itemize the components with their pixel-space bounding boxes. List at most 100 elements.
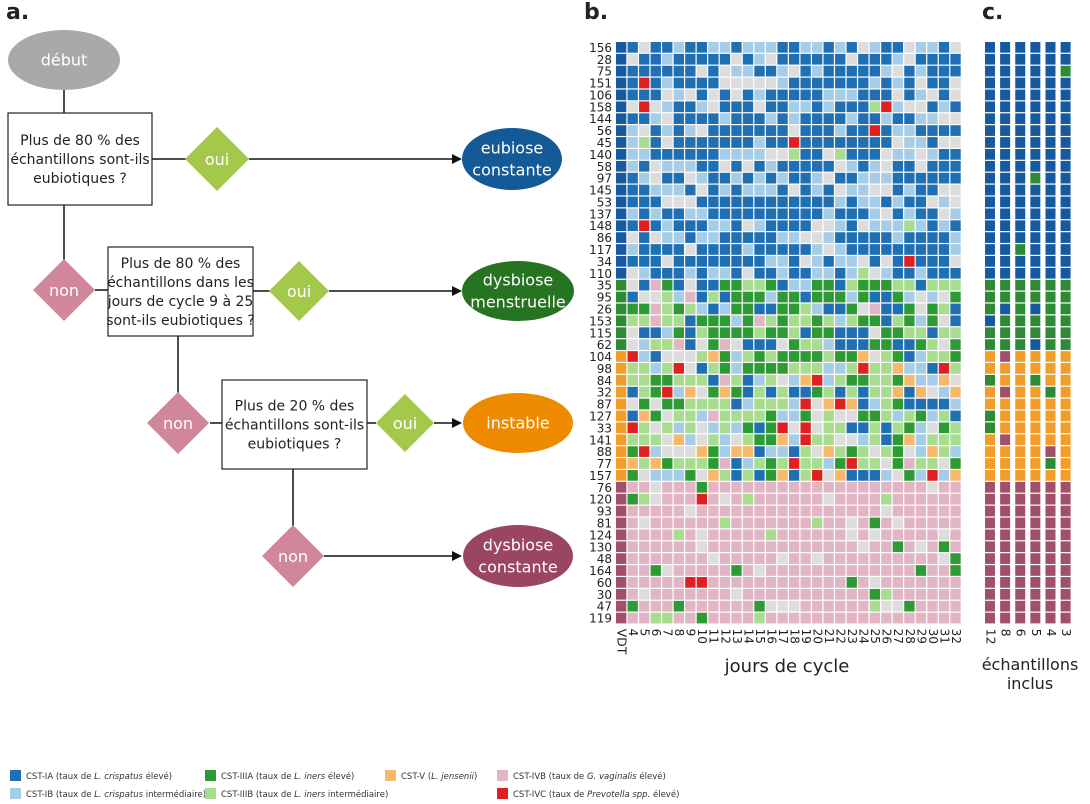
heatmap-cell: [742, 303, 754, 315]
heatmap-cell: [788, 481, 800, 493]
heatmap-cell: [742, 612, 754, 624]
heatmap-cell: [650, 65, 661, 77]
heatmap-cell: [869, 553, 880, 564]
heatmap-cell: [754, 267, 765, 279]
heatmap-cell: [719, 458, 731, 469]
heatmap-cell: [754, 339, 765, 350]
heatmap-cell: [927, 267, 938, 279]
heatmap-cell: [662, 184, 673, 196]
heatmap-cell: [650, 339, 661, 350]
heatmap-cell: [812, 446, 823, 457]
heatmap-cell: [858, 327, 869, 339]
heatmap-cell: [673, 125, 684, 136]
included-cell: [1045, 398, 1056, 410]
heatmap-cell: [950, 256, 961, 267]
included-cell: [1015, 374, 1026, 386]
heatmap-cell: [742, 267, 754, 279]
included-cell: [1015, 89, 1026, 101]
row-label: 144: [589, 112, 612, 126]
heatmap-cell: [650, 77, 661, 89]
heatmap-cell: [708, 434, 719, 446]
heatmap-cell: [835, 374, 846, 386]
heatmap-cell: [754, 600, 765, 612]
heatmap-cell: [823, 386, 834, 398]
heatmap-cell: [742, 196, 754, 208]
included-cell: [1000, 303, 1011, 315]
heatmap-cell: [754, 208, 765, 220]
heatmap-cell: [673, 65, 684, 77]
included-cell: [1015, 446, 1026, 457]
included-cell: [1000, 291, 1011, 303]
heatmap-cell: [927, 42, 938, 53]
included-cell: [1030, 160, 1041, 172]
heatmap-cell: [719, 113, 731, 125]
heatmap-cell: [812, 101, 823, 113]
col-label-included: 4: [1044, 629, 1059, 637]
heatmap-cell: [881, 196, 892, 208]
vdt-cell: [616, 434, 627, 446]
heatmap-cell: [708, 315, 719, 327]
heatmap-cell: [869, 125, 880, 136]
heatmap-cell: [754, 279, 765, 291]
heatmap-cell: [835, 481, 846, 493]
heatmap-cell: [685, 244, 696, 255]
heatmap-cell: [650, 137, 661, 148]
heatmap-cell: [823, 458, 834, 469]
heatmap-cell: [858, 410, 869, 422]
included-cell: [1000, 363, 1011, 374]
heatmap-cell: [673, 77, 684, 89]
heatmap-cell: [696, 315, 708, 327]
heatmap-cell: [627, 458, 638, 469]
heatmap-cell: [788, 160, 800, 172]
heatmap-cell: [881, 220, 892, 232]
included-cell: [1030, 600, 1041, 612]
heatmap-cell: [881, 53, 892, 65]
heatmap-cell: [754, 398, 765, 410]
heatmap-cell: [846, 458, 857, 469]
heatmap-cell: [765, 172, 777, 184]
heatmap-cell: [846, 65, 857, 77]
heatmap-cell: [915, 291, 927, 303]
heatmap-cell: [627, 232, 638, 243]
heatmap-cell: [662, 493, 673, 505]
heatmap-cell: [812, 386, 823, 398]
heatmap-cell: [754, 363, 765, 374]
heatmap-cell: [627, 184, 638, 196]
included-cell: [1030, 422, 1041, 434]
heatmap-cell: [639, 89, 650, 101]
heatmap-cell: [777, 232, 788, 243]
heatmap-cell: [812, 208, 823, 220]
included-cell: [1045, 149, 1056, 160]
heatmap-cell: [765, 505, 777, 517]
heatmap-cell: [915, 363, 927, 374]
vdt-cell: [616, 374, 627, 386]
heatmap-cell: [904, 65, 915, 77]
legend-swatch: [205, 770, 216, 781]
heatmap-cell: [846, 315, 857, 327]
heatmap-cell: [869, 505, 880, 517]
heatmap-cell: [938, 458, 950, 469]
heatmap-cell: [685, 577, 696, 588]
heatmap-cell: [950, 565, 961, 576]
heatmap-cell: [765, 481, 777, 493]
heatmap-cell: [858, 65, 869, 77]
heatmap-cell: [765, 244, 777, 255]
heatmap-cell: [731, 517, 742, 529]
heatmap-cell: [938, 172, 950, 184]
heatmap-cell: [881, 600, 892, 612]
heatmap-cell: [731, 232, 742, 243]
heatmap-cell: [823, 77, 834, 89]
heatmap-cell: [823, 137, 834, 148]
heatmap-cell: [777, 446, 788, 457]
heatmap-cell: [708, 113, 719, 125]
heatmap-cell: [650, 303, 661, 315]
heatmap-cell: [765, 65, 777, 77]
heatmap-cell: [892, 374, 904, 386]
heatmap-cell: [708, 505, 719, 517]
heatmap-cell: [800, 612, 811, 624]
heatmap-cell: [950, 517, 961, 529]
included-cell: [1045, 481, 1056, 493]
heatmap-cell: [765, 256, 777, 267]
heatmap-cell: [938, 481, 950, 493]
row-label: 115: [589, 326, 612, 340]
